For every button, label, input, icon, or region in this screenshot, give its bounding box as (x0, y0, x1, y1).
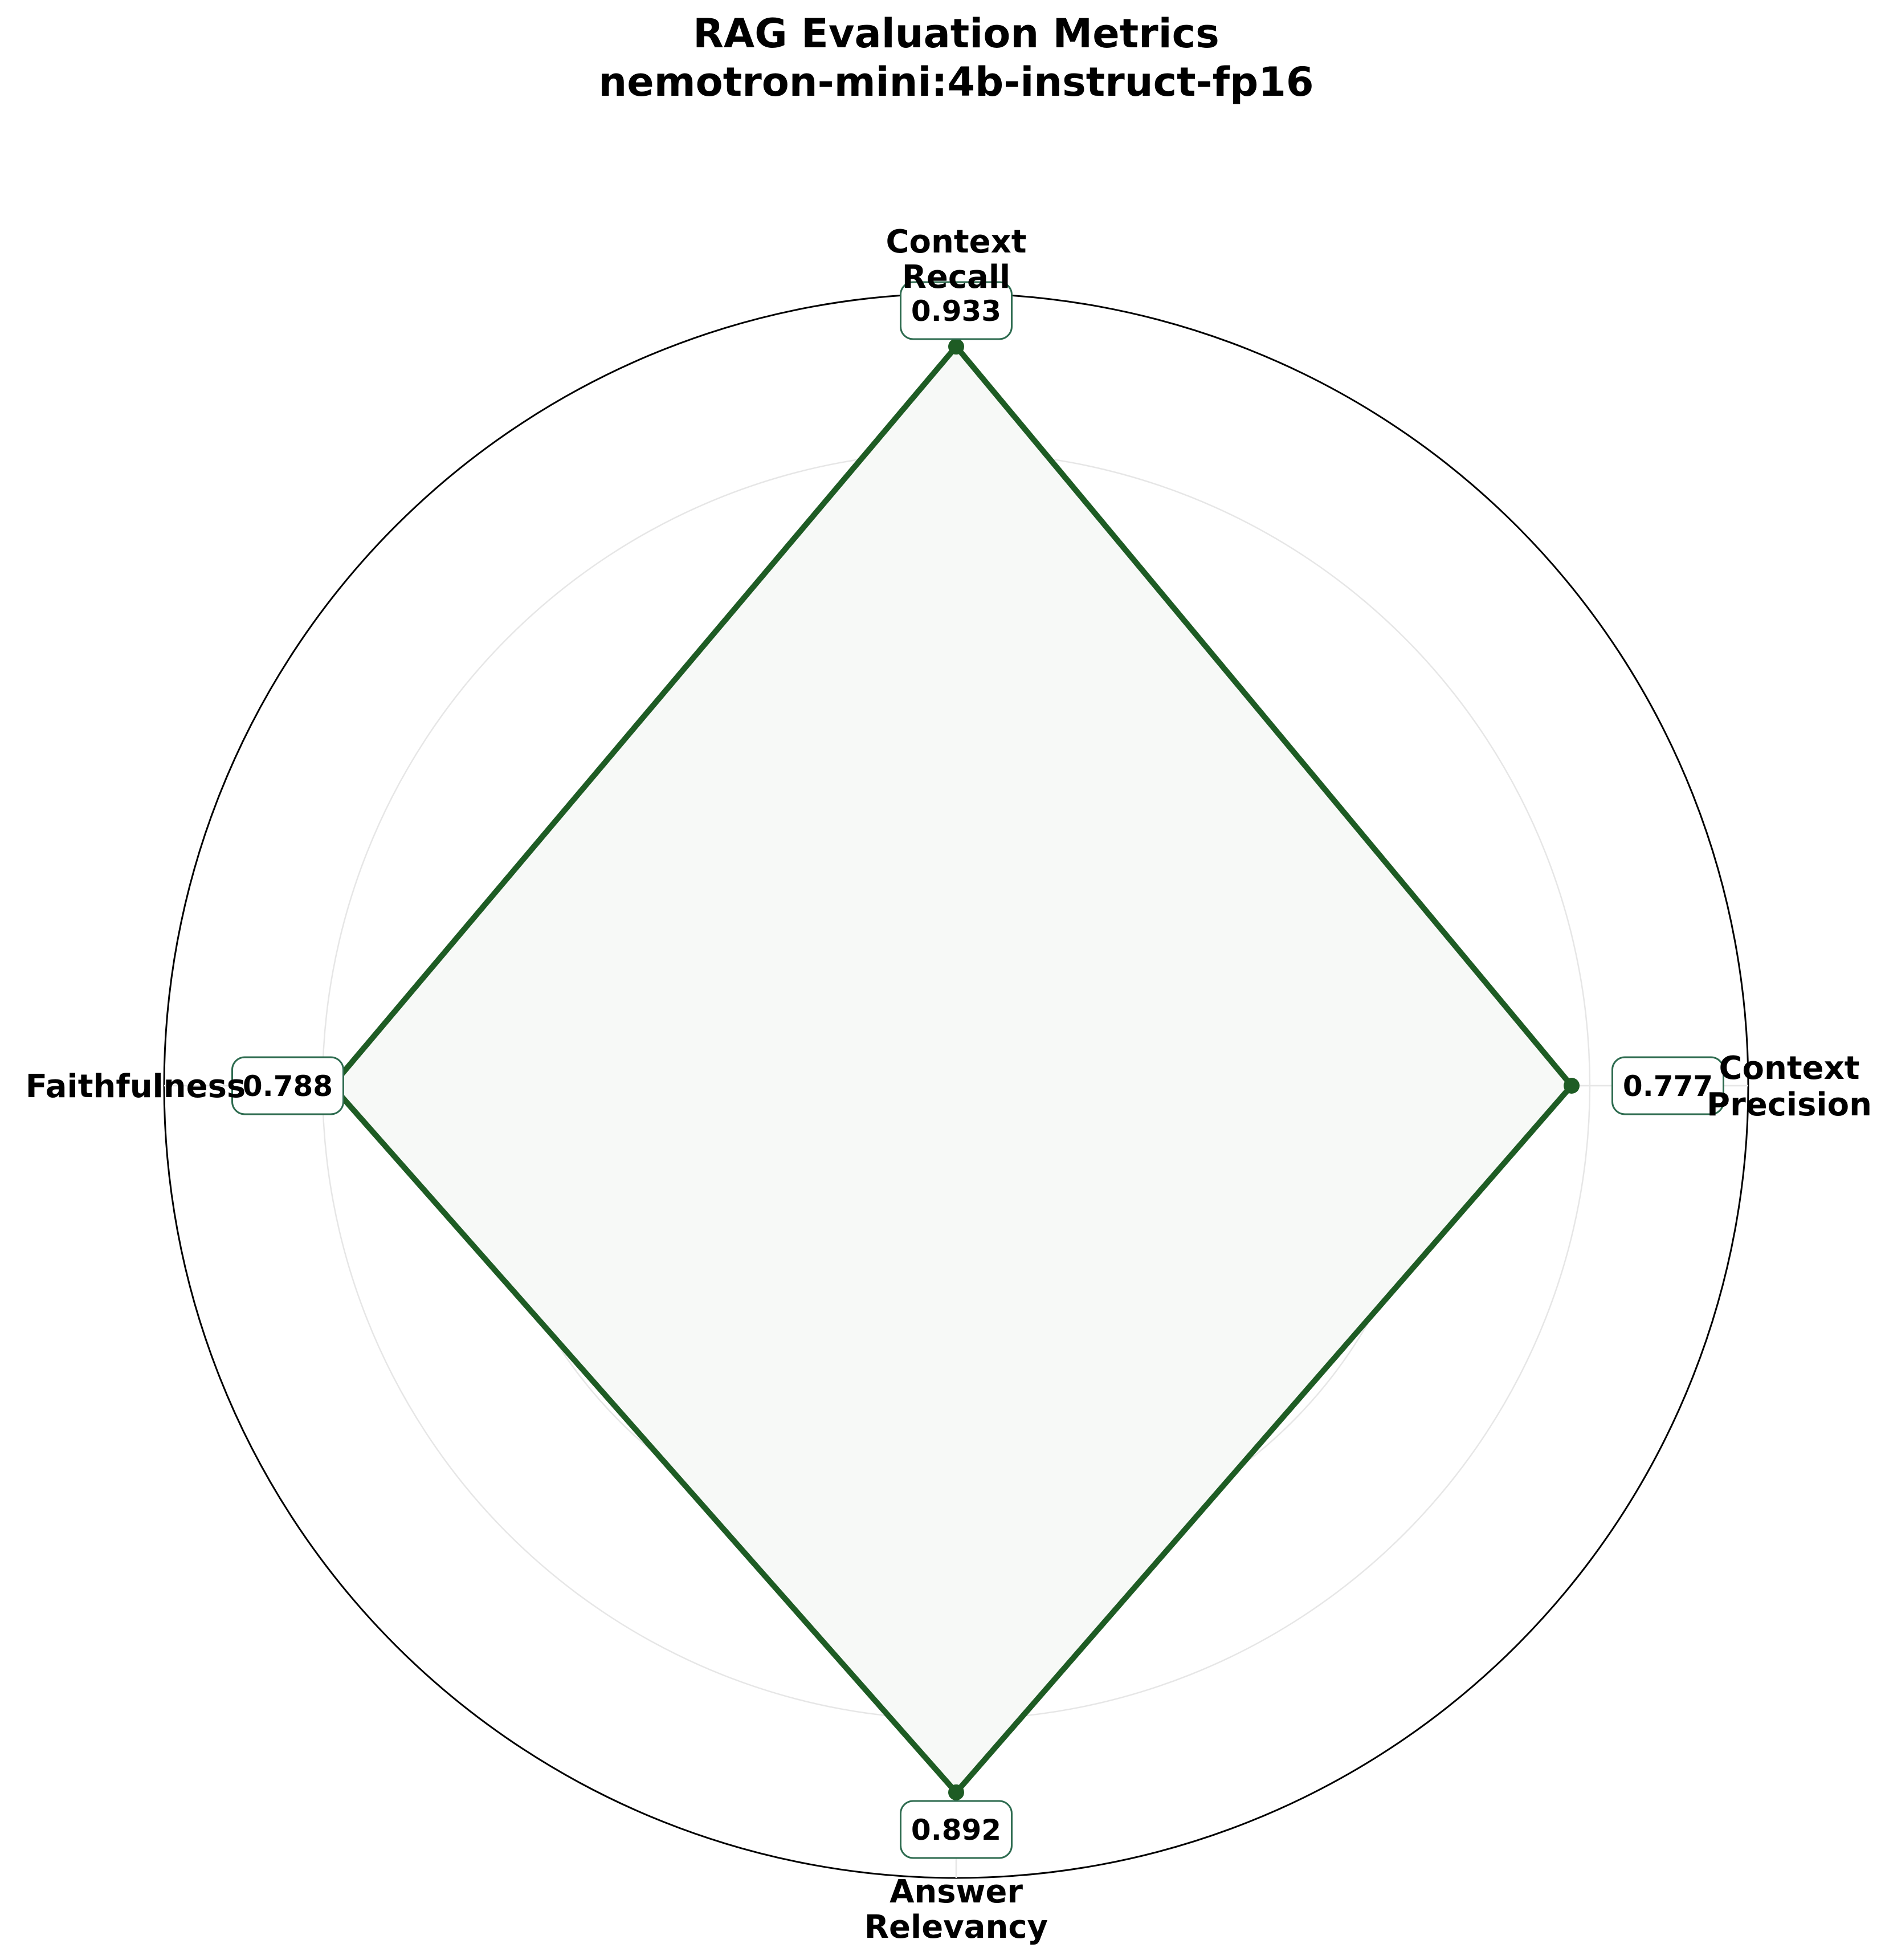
value-label-box (900, 1800, 1013, 1859)
data-point (948, 1784, 964, 1800)
value-label: 0.788 (243, 1070, 333, 1103)
value-label: 0.777 (1623, 1070, 1713, 1103)
value-label: 0.933 (911, 295, 1001, 328)
value-label-box (1611, 1056, 1724, 1115)
value-label-box (231, 1056, 344, 1115)
series-polygon (329, 344, 1574, 1795)
data-point (1564, 1078, 1580, 1094)
series-layer (324, 339, 1580, 1800)
data-point (948, 339, 964, 355)
category-label: Faithfulness (26, 1068, 246, 1105)
chart-subtitle: nemotron-mini:4b-instruct-fp16 (598, 59, 1313, 105)
value-label: 0.892 (911, 1814, 1001, 1847)
chart-title: RAG Evaluation Metrics (693, 10, 1219, 57)
value-label-box (900, 281, 1013, 340)
